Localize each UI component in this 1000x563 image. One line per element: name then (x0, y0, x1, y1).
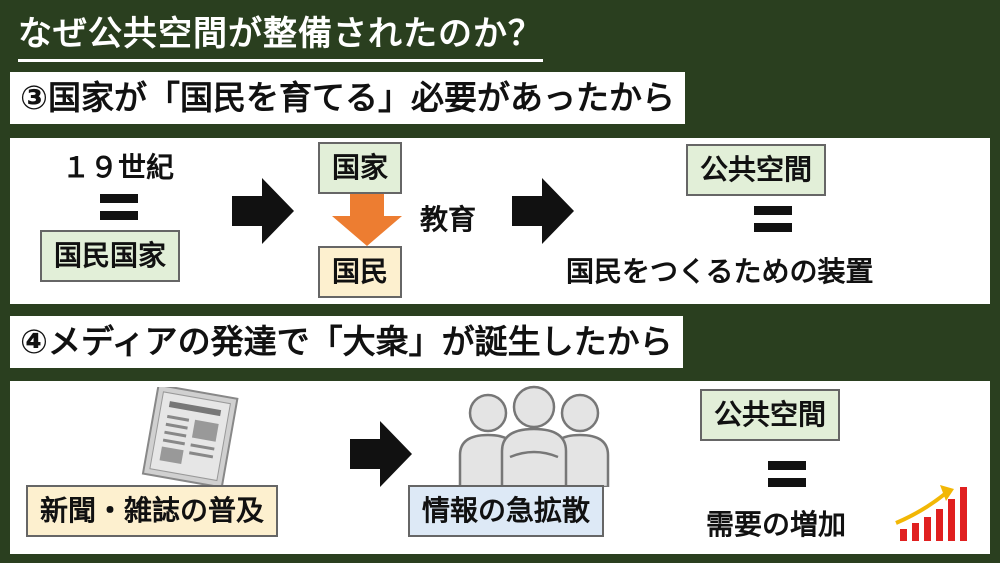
citizens-box: 国民 (318, 246, 403, 298)
public-space-box: 公共空間 (686, 144, 827, 196)
newspaper-icon (141, 387, 239, 487)
section4-heading: ④メディアの発達で「大衆」が誕生したから (10, 316, 683, 368)
slide-title: なぜ公共空間が整備されたのか？ (18, 6, 543, 62)
equals-sign (754, 206, 792, 240)
demand-label: 需要の増加 (706, 508, 847, 541)
right-arrow-icon (512, 178, 574, 244)
equals-sign (100, 194, 138, 228)
crowd-icon (458, 385, 610, 487)
section3-heading: ③国家が「国民を育てる」必要があったから (10, 72, 685, 124)
section4-panel: 新聞・雑誌の普及 情報の急拡散 公共空間 需要の増加 (10, 381, 990, 554)
education-label: 教育 (420, 203, 477, 236)
section3-panel: １９世紀 国民国家 国家 教育 国民 公共空間 国民をつくるための装置 (10, 138, 990, 304)
public-space-box: 公共空間 (700, 389, 841, 441)
equals-sign (768, 461, 806, 495)
media-spread-box: 新聞・雑誌の普及 (26, 485, 279, 537)
info-spread-box: 情報の急拡散 (408, 485, 605, 537)
right-arrow-icon (350, 421, 412, 487)
century-label: １９世紀 (62, 151, 175, 184)
nation-state-box: 国民国家 (40, 230, 181, 282)
device-label: 国民をつくるための装置 (566, 255, 874, 288)
down-arrow-icon (332, 194, 402, 246)
state-box: 国家 (318, 142, 403, 194)
right-arrow-icon (232, 178, 294, 244)
growth-chart-icon (895, 485, 967, 541)
